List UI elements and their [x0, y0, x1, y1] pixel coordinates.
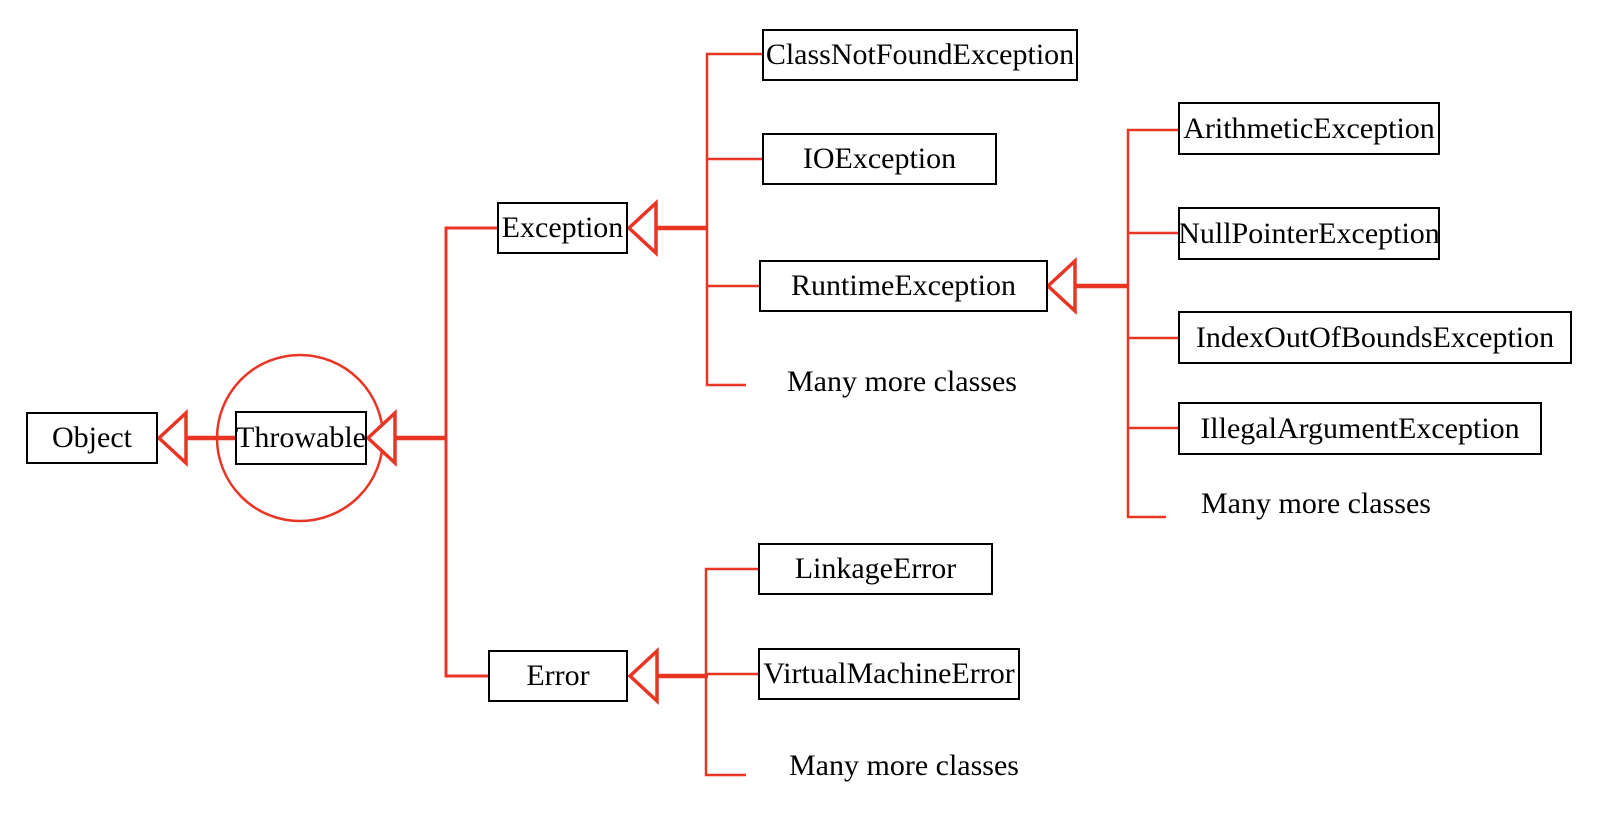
edge-runtime-children-trunk [1126, 128, 1178, 519]
node-io-exception: IOException [762, 133, 997, 185]
inheritance-arrowhead-exception [626, 198, 658, 258]
node-object: Object [26, 412, 158, 464]
inheritance-arrowhead-throwable [365, 408, 397, 468]
node-index-out-of-bounds-exception: IndexOutOfBoundsException [1178, 311, 1572, 364]
edge-exception-children-trunk [705, 52, 762, 387]
node-runtime-exception: RuntimeException [759, 260, 1048, 312]
label-error-many-more: Many more classes [789, 749, 1019, 782]
node-illegal-argument-exception: IllegalArgumentException [1178, 402, 1542, 455]
inheritance-arrowhead-runtimeexception [1045, 256, 1077, 316]
edge-throwable-children-trunk [444, 226, 497, 678]
node-class-not-found-exception: ClassNotFoundException [762, 29, 1078, 81]
node-error: Error [488, 650, 628, 702]
node-arithmetic-exception: ArithmeticException [1178, 102, 1440, 155]
node-virtual-machine-error: VirtualMachineError [758, 648, 1020, 700]
node-exception: Exception [497, 202, 628, 254]
node-linkage-error: LinkageError [758, 543, 993, 595]
inheritance-arrowhead-error [627, 646, 659, 706]
label-exception-many-more: Many more classes [787, 365, 1017, 398]
edge-error-children-trunk [704, 567, 758, 777]
label-runtime-many-more: Many more classes [1201, 487, 1431, 520]
node-null-pointer-exception: NullPointerException [1178, 207, 1440, 260]
inheritance-arrowhead-object [156, 408, 188, 468]
node-throwable: Throwable [235, 411, 367, 465]
